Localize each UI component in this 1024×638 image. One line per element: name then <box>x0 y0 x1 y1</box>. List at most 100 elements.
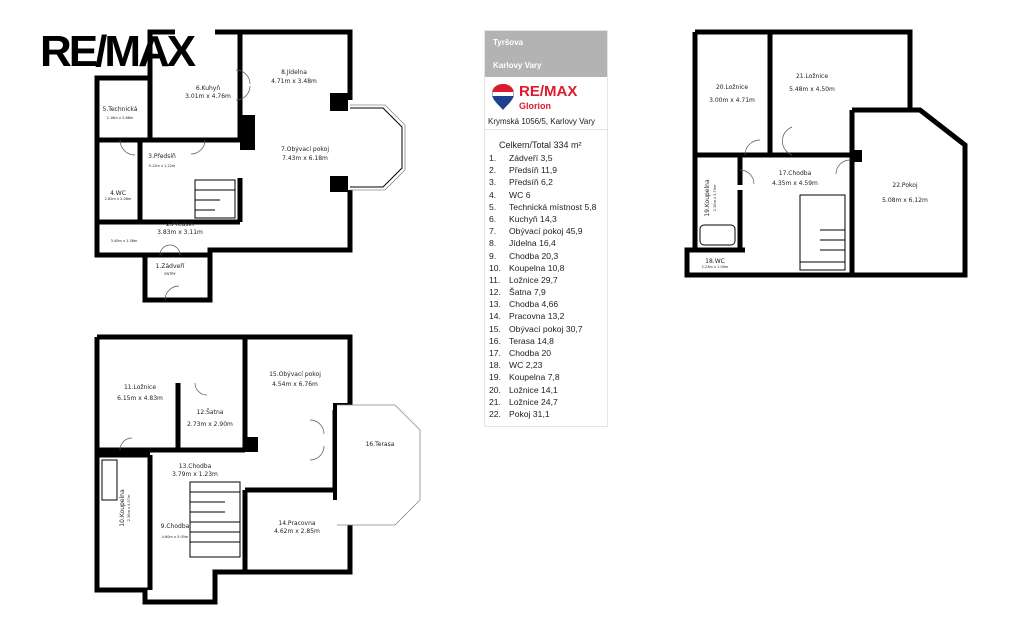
room-label: 1.Zádveří <box>156 263 185 270</box>
room-area: WC 2,23 <box>509 360 543 371</box>
room-dimensions: 2.23m x 1.00m <box>702 265 729 269</box>
balloon-logo-icon <box>492 84 514 110</box>
total-area: Celkem/Total 334 m² <box>499 140 582 150</box>
ground-floor-plan: 1.Zádveří ENTRY 2.Předsíň 3.83m x 3.11m … <box>94 29 406 303</box>
room-label: 6.Kuhyň <box>196 85 221 92</box>
city-name: Karlovy Vary <box>493 61 542 70</box>
room-number: 17. <box>489 348 501 358</box>
room-dimensions: 5.08m x 6.12m <box>882 197 928 204</box>
room-label: 16.Terasa <box>366 441 395 448</box>
room-number: 10. <box>489 262 501 273</box>
room-label: 15.Obývací pokoj <box>269 371 321 378</box>
room-list-item: 18. WC 2,23 <box>485 359 607 371</box>
room-area: Chodba 20,3 <box>509 250 559 261</box>
room-dimensions: 5.48m x 4.50m <box>789 86 835 93</box>
room-number: 9. <box>489 250 497 261</box>
room-area: Pracovna 13,2 <box>509 311 565 322</box>
room-area: Obývací pokoj 30,7 <box>509 323 583 334</box>
room-area: Koupelna 7,8 <box>509 372 560 383</box>
office-address: Krymská 1056/5, Karlovy Vary <box>488 117 596 126</box>
room-label: 13.Chodba <box>179 463 212 470</box>
room-dimensions: 2.18m x 2.68m <box>107 116 134 120</box>
room-list-item: 7.Obývací pokoj 45,9 <box>485 225 607 237</box>
room-number: 20. <box>489 384 501 395</box>
room-label: 14.Pracovna <box>278 520 316 527</box>
room-number: 21. <box>489 396 501 407</box>
room-dimensions: 3.01m x 4.76m <box>185 93 231 100</box>
room-list-item: 15. Obývací pokoj 30,7 <box>485 323 607 335</box>
room-area: Zádveří 3,5 <box>509 153 553 163</box>
room-number: 6. <box>489 213 497 224</box>
room-area: Jídelna 16,4 <box>509 238 556 249</box>
room-list-item: 12.Šatna 7,9 <box>485 286 607 298</box>
room-number: 18. <box>489 360 501 371</box>
room-list-item: 19.Koupelna 7,8 <box>485 371 607 383</box>
panel-header: Tyršova Karlovy Vary <box>485 31 607 77</box>
room-list-item: 10. Koupelna 10,8 <box>485 262 607 274</box>
room-dimensions: 4.60m x 5.05m <box>162 535 189 539</box>
room-area: Ložnice 24,7 <box>509 396 558 407</box>
room-label: 19.Koupelna <box>704 179 711 217</box>
room-dimensions: 4.54m x 6.76m <box>272 381 318 388</box>
property-info-panel: Tyršova Karlovy Vary RE/MAX Glorion Krym… <box>484 30 608 427</box>
room-dimensions: 2.10m x 3.70m <box>713 184 717 211</box>
room-area: Koupelna 10,8 <box>509 262 565 273</box>
room-label: 9.Chodba <box>161 523 190 530</box>
room-area: Technická místnost 5,8 <box>509 201 597 212</box>
room-dimensions: 2.73m x 2.90m <box>187 421 233 428</box>
brand-name: RE/MAX <box>519 83 578 100</box>
second-floor-plan: 20.Ložnice 3.00m x 4.71m 21.Ložnice 5.48… <box>684 29 968 278</box>
room-label: 8.Jídelna <box>281 69 307 76</box>
remax-logo: RE/MAX <box>40 27 196 76</box>
room-area: WC 6 <box>509 189 531 200</box>
office-name: Glorion <box>519 101 551 111</box>
room-list-item: 1. Zádveří 3,5 <box>485 152 607 164</box>
room-list-item: 16.Terasa 14,8 <box>485 335 607 347</box>
room-area: Předsíň 11,9 <box>509 165 558 176</box>
room-number: 5. <box>489 201 497 212</box>
room-number: 1. <box>489 153 497 163</box>
room-label: 11.Ložnice <box>124 384 156 391</box>
room-dimensions: 3.00m x 4.71m <box>709 97 755 104</box>
room-number: 14. <box>489 311 501 322</box>
room-dimensions: 4.35m x 4.59m <box>772 180 818 187</box>
room-label: 18.WC <box>705 258 725 265</box>
room-number: 22. <box>489 408 501 419</box>
room-dimensions: 3.83m x 3.11m <box>157 229 203 236</box>
room-area: Ložnice 14,1 <box>509 384 558 395</box>
room-number: 13. <box>489 299 501 310</box>
room-number: 8. <box>489 238 497 249</box>
street-name: Tyršova <box>493 38 524 47</box>
room-list-item: 9. Chodba 20,3 <box>485 250 607 262</box>
room-number: 7. <box>489 226 497 237</box>
room-list-item: 21. Ložnice 24,7 <box>485 396 607 408</box>
room-list-item: 6.Kuchyň 14,3 <box>485 213 607 225</box>
first-floor-plan: 11.Ložnice 6.15m x 4.83m 12.Šatna 2.73m … <box>94 334 421 605</box>
room-list-item: 5. Technická místnost 5,8 <box>485 201 607 213</box>
room-list-item: 2. Předsíň 11,9 <box>485 164 607 176</box>
room-sublabel: ENTRY <box>164 272 176 276</box>
room-list-item: 17. Chodba 20 <box>485 347 607 359</box>
room-label: 5.Technická <box>103 106 138 113</box>
room-area: Předsíň 6,2 <box>509 177 553 188</box>
room-list: 1. Zádveří 3,5 2. Předsíň 11,9 3. Předsíň 6,2… <box>485 152 607 420</box>
room-number: 4. <box>489 189 497 200</box>
room-list-item: 20. Ložnice 14,1 <box>485 384 607 396</box>
room-label: 21.Ložnice <box>796 73 828 80</box>
room-area: Šatna 7,9 <box>509 287 546 298</box>
room-area: Terasa 14,8 <box>509 335 554 346</box>
room-dimensions: 5.12m x 1.22m <box>149 164 176 168</box>
room-dimensions: 4.71m x 3.48m <box>271 78 317 85</box>
room-number: 11. <box>489 274 501 285</box>
room-number: 15. <box>489 323 501 334</box>
room-number: 3. <box>489 177 497 188</box>
room-area: Chodba 20 <box>509 348 552 358</box>
room-label: 7.Obývací pokoj <box>281 146 329 153</box>
room-label: 4.WC <box>110 190 126 197</box>
room-list-item: 8. Jídelna 16,4 <box>485 237 607 249</box>
room-label: 20.Ložnice <box>716 84 748 91</box>
room-dimensions: 3.40m x 1.58m <box>111 239 138 243</box>
room-dimensions: 3.79m x 1.23m <box>172 471 218 478</box>
room-list-item: 3. Předsíň 6,2 <box>485 176 607 188</box>
room-number: 2. <box>489 165 497 176</box>
